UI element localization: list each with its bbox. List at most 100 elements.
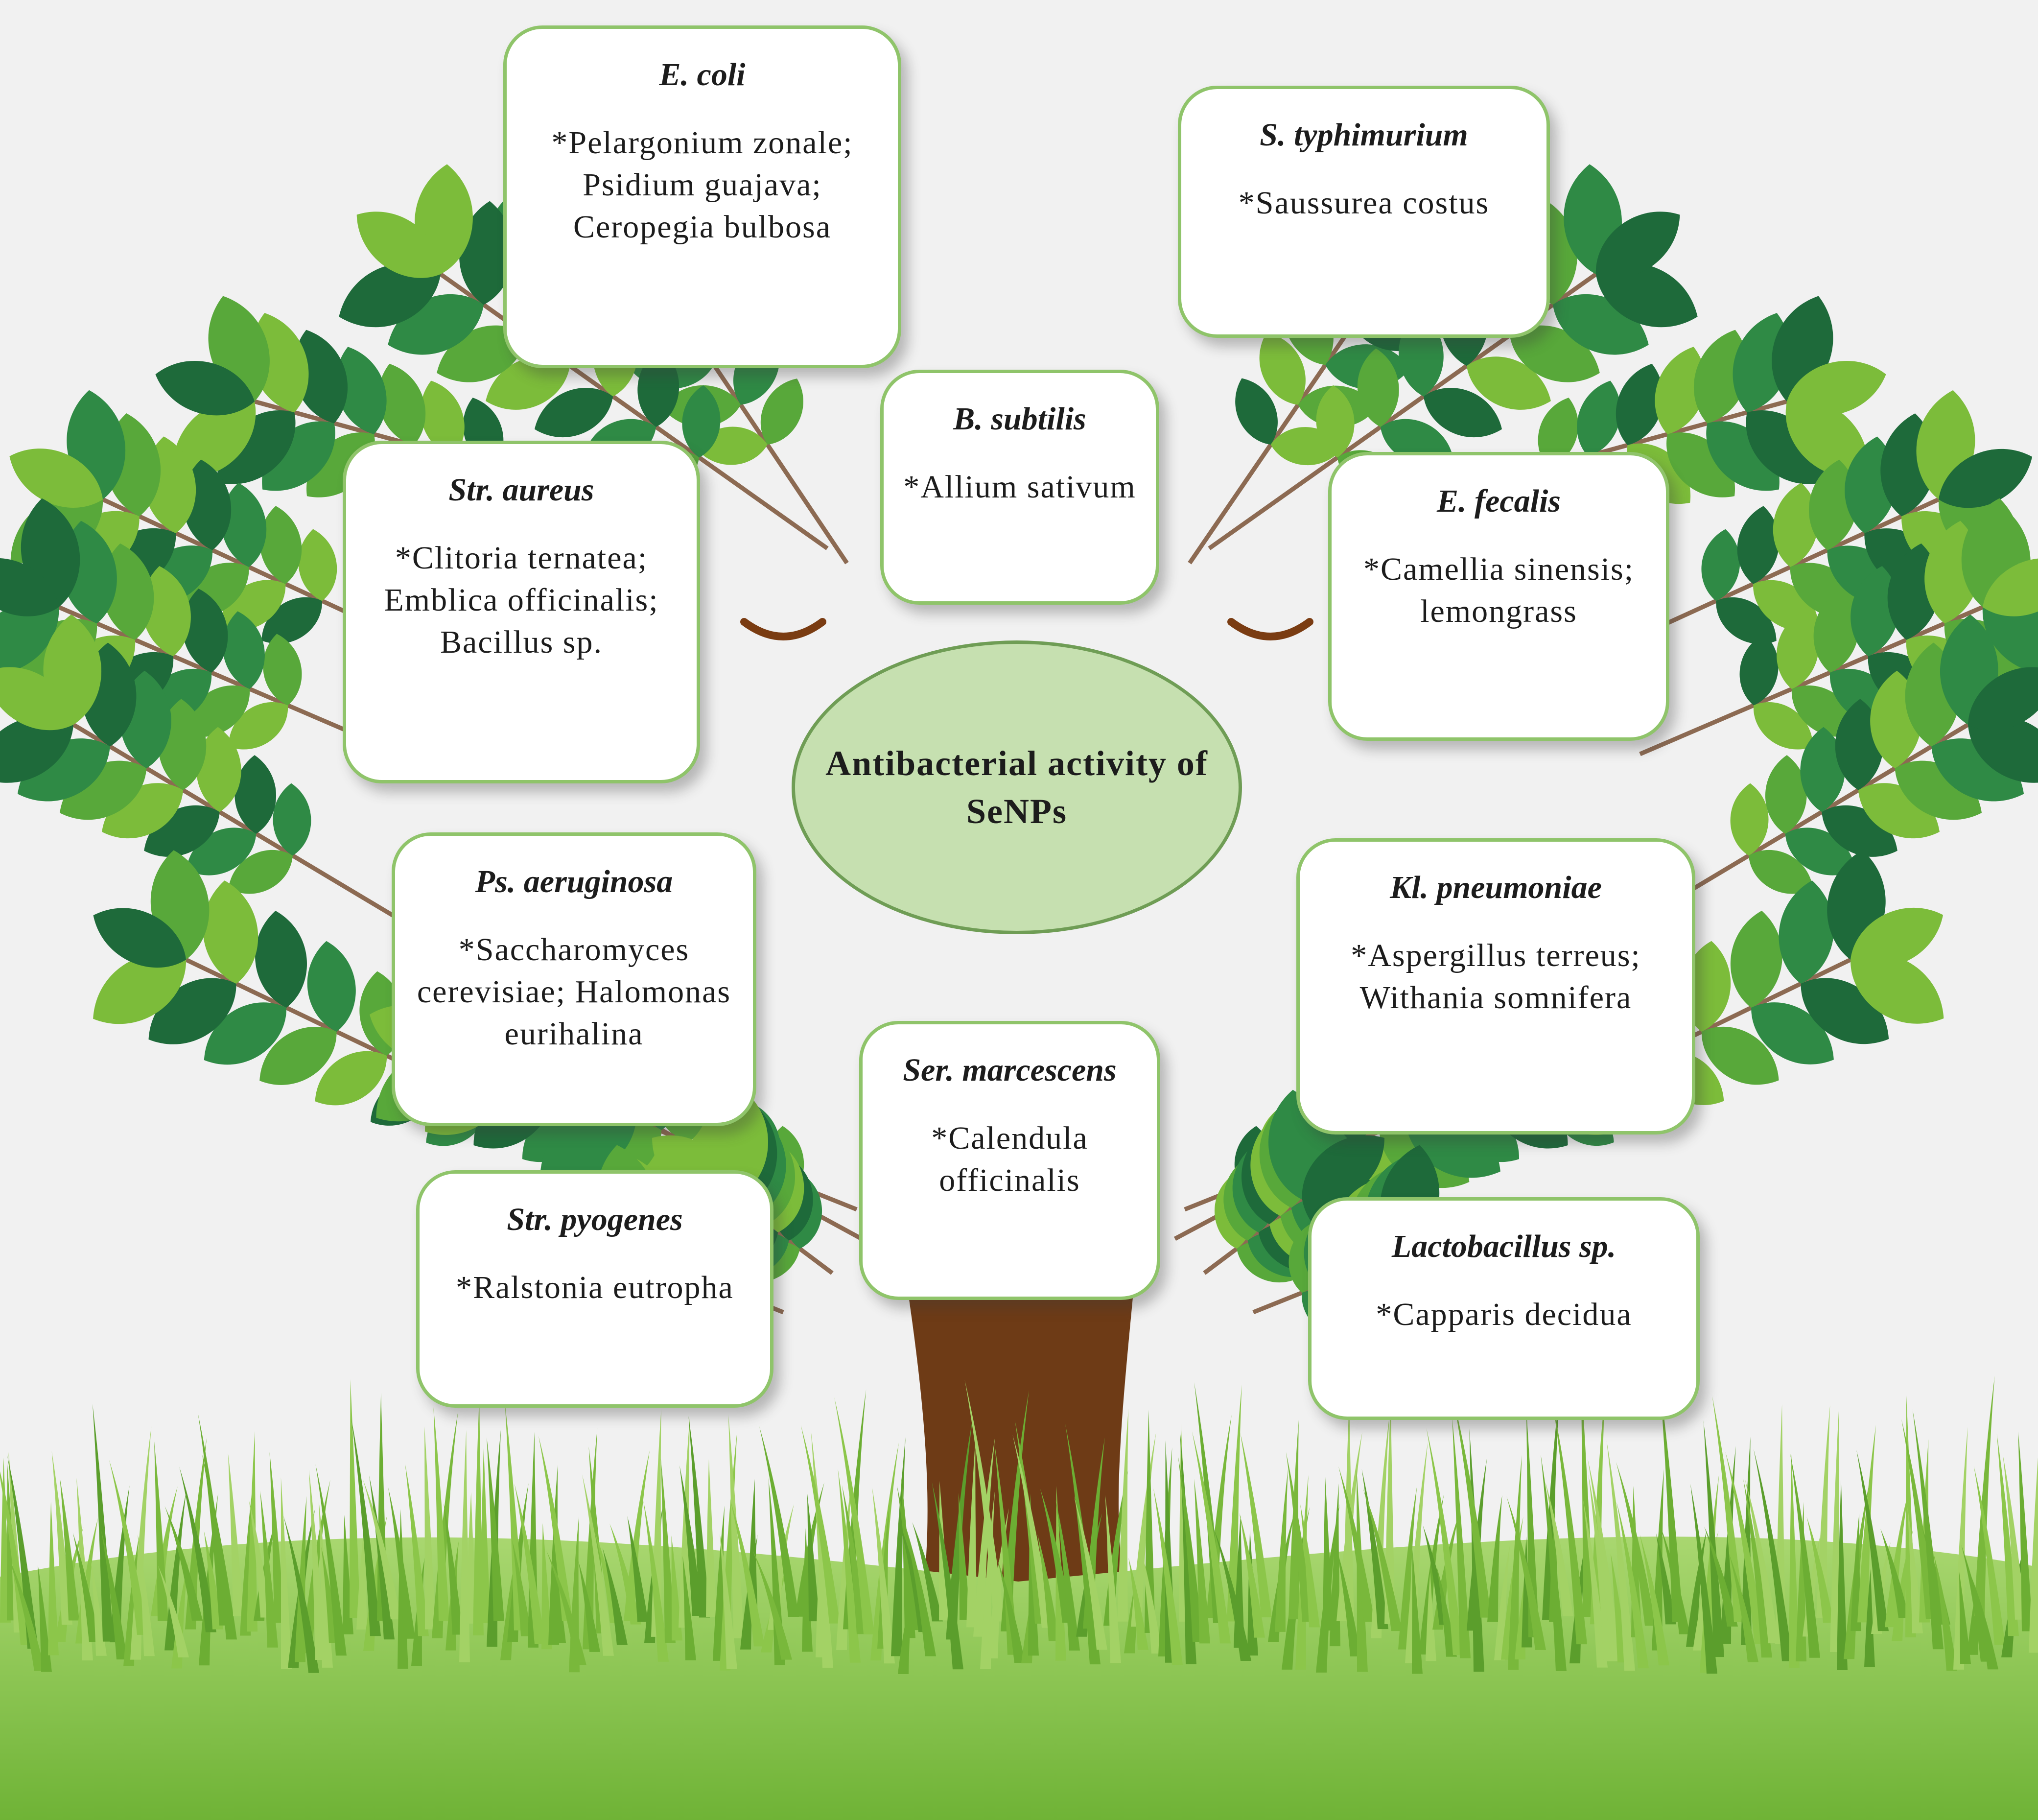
grass-blade [1790, 1453, 1820, 1658]
grass-blade [624, 1450, 650, 1621]
grass-blade [283, 1515, 319, 1673]
organism-name: Lactobacillus sp. [1391, 1229, 1616, 1264]
grass-blade [154, 1441, 168, 1621]
grass-blade [752, 1550, 792, 1660]
grass-blade [1363, 1488, 1402, 1631]
grass-blade [75, 1518, 98, 1644]
card-s-typhimurium: S. typhimurium *Saussurea costus [1178, 86, 1550, 338]
grass-blade [1117, 1409, 1129, 1622]
grass-blade [1789, 1454, 1800, 1668]
source-list: *Allium sativum [903, 469, 1136, 505]
grass-blade [363, 1479, 401, 1620]
card-ser-marcescens: Ser. marcescens *Calendula officinalis [859, 1021, 1160, 1300]
grass-blade [1300, 1504, 1320, 1628]
grass-blade [1239, 1513, 1265, 1638]
card-e-coli: E. coli *Pelargonium zonale; Psidium gua… [503, 25, 901, 368]
grass-blade [480, 1447, 491, 1623]
grass-blade [1074, 1496, 1107, 1650]
left-smile-arc [740, 618, 826, 640]
grass-blade [1419, 1494, 1444, 1655]
grass-blade [1055, 1500, 1080, 1651]
grass-blade [1933, 1553, 1957, 1671]
organism-name: E. fecalis [1437, 483, 1561, 519]
grass-blade [1286, 1452, 1313, 1622]
grass-blade [973, 1437, 995, 1637]
source-list: *Camellia sinensis; lemongrass [1363, 551, 1635, 629]
grass-blade [1660, 1381, 1683, 1622]
grass-blade [1704, 1526, 1738, 1627]
grass-blade [578, 1560, 600, 1652]
grass-blade [1275, 1469, 1288, 1632]
grass-blade [1330, 1483, 1340, 1647]
grass-blade [838, 1468, 861, 1663]
grass-blade [706, 1459, 717, 1617]
organism-name: S. typhimurium [1260, 117, 1468, 153]
grass-blade [1703, 1420, 1724, 1657]
organism-name: E. coli [659, 57, 746, 93]
grass-blade [1128, 1558, 1148, 1650]
grass-blade [1729, 1553, 1758, 1662]
source-list: *Clitoria ternatea; Emblica officinalis;… [384, 540, 659, 660]
grass-blade [1541, 1454, 1567, 1671]
grass-blade [997, 1560, 1025, 1663]
grass-blade [1885, 1489, 1909, 1628]
source-list: *Ralstonia eutropha [456, 1270, 734, 1305]
grass-blade [1037, 1534, 1059, 1641]
grass-blade [512, 1540, 532, 1636]
grass-blade [1753, 1448, 1793, 1661]
grass-blade [1040, 1489, 1073, 1623]
grass-blade [1959, 1571, 1971, 1664]
grass-blade [1487, 1495, 1502, 1622]
grass-blade [1616, 1462, 1656, 1626]
grass-blade [260, 1490, 278, 1648]
grass-blade [350, 1379, 360, 1618]
grass-blade [1105, 1495, 1121, 1663]
source-list: *Pelargonium zonale; Psidium guajava; Ce… [551, 125, 853, 245]
grass-blade [281, 1477, 292, 1669]
grass-blade [1192, 1431, 1231, 1644]
grass-blade [1725, 1451, 1765, 1644]
grass-blade [1857, 1425, 1876, 1623]
grass-blade [872, 1487, 895, 1664]
grass-blade [7, 1455, 38, 1649]
grass-blade [1452, 1396, 1491, 1618]
grass-blade [1640, 1535, 1669, 1666]
grass-blade [1398, 1486, 1417, 1650]
grass-blade [1153, 1488, 1183, 1665]
grass-blade [682, 1556, 696, 1660]
card-str-aureus: Str. aureus *Clitoria ternatea; Emblica … [343, 441, 700, 783]
card-ps-aeruginosa: Ps. aeruginosa *Saccharomyces cerevisiae… [392, 832, 756, 1126]
grass-blade [514, 1483, 545, 1644]
grass-blade [1856, 1450, 1889, 1631]
card-str-pyogenes: Str. pyogenes *Ralstonia eutropha [416, 1170, 773, 1408]
grass-blade [1139, 1543, 1162, 1654]
grass-blade [1864, 1568, 1875, 1667]
grass-blade [1743, 1479, 1772, 1658]
grass-blade [1616, 1501, 1649, 1669]
grass-blade [1661, 1527, 1690, 1634]
grass-blade [228, 1453, 244, 1617]
grass-blade [688, 1416, 710, 1618]
grass-blade [1656, 1533, 1676, 1625]
grass-blade [1240, 1432, 1272, 1618]
grass-blade [1227, 1384, 1242, 1622]
grass-blade [1806, 1516, 1834, 1623]
grass-blade [351, 1418, 381, 1636]
organism-name: Kl. pneumoniae [1390, 870, 1602, 905]
grass-blade [1588, 1459, 1621, 1661]
grass-blade [1412, 1549, 1423, 1674]
grass-blade [48, 1501, 59, 1655]
grass-blade [1361, 1469, 1388, 1630]
grass-blade [1288, 1419, 1299, 1620]
grass-blade [2003, 1455, 2026, 1620]
grass-blade [109, 1460, 148, 1635]
organism-name: B. subtilis [953, 401, 1086, 437]
grass-blade [1971, 1576, 1998, 1670]
grass-blade [679, 1417, 690, 1628]
grass-blade [768, 1478, 785, 1665]
grass-field [0, 1375, 2038, 1820]
grass-blade [1712, 1396, 1745, 1623]
grass-blade [202, 1453, 237, 1640]
grass-blade [315, 1464, 347, 1656]
